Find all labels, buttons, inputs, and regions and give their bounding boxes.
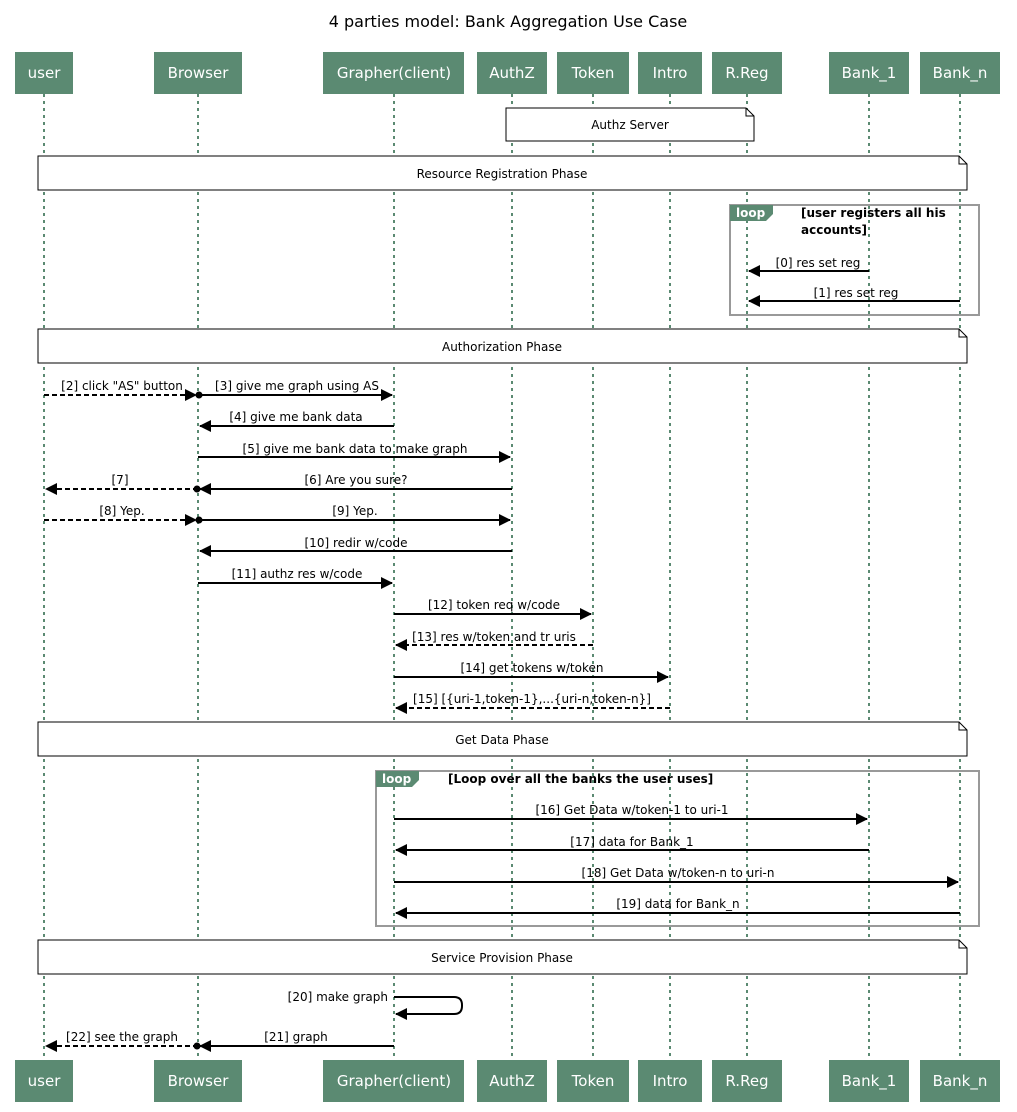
participant-token-label: Token [571, 64, 615, 82]
message-12-label: [12] token req w/code [428, 598, 560, 612]
message-8-label: [8] Yep. [99, 504, 144, 518]
diagram-title: 4 parties model: Bank Aggregation Use Ca… [329, 12, 688, 31]
message-21-label: [21] graph [264, 1030, 328, 1044]
participant-rreg-label: R.Reg [725, 64, 768, 82]
participants-top: user Browser Grapher(client) AuthZ Token… [15, 52, 1000, 94]
message-18-label: [18] Get Data w/token-n to uri-n [582, 866, 775, 880]
message-10-label: [10] redir w/code [305, 536, 408, 550]
message-7-label: [7] [112, 473, 129, 487]
participant-token-label-bottom: Token [571, 1072, 615, 1090]
message-3-label: [3] give me graph using AS [215, 379, 379, 393]
message-1-label: [1] res set reg [814, 286, 899, 300]
note-authz-server: Authz Server [505, 107, 755, 142]
message-14-label: [14] get tokens w/token [460, 661, 603, 675]
phase-service-provision: Service Provision Phase [37, 939, 968, 975]
phase-authorization: Authorization Phase [37, 328, 968, 364]
message-16-label: [16] Get Data w/token-1 to uri-1 [535, 803, 728, 817]
participant-authz-label-bottom: AuthZ [489, 1072, 534, 1090]
lifelines [43, 94, 961, 1060]
note-authz-server-text: Authz Server [591, 118, 669, 132]
loop-condition: [Loop over all the banks the user uses] [448, 772, 713, 786]
message-13-label: [13] res w/token and tr uris [412, 630, 576, 644]
message-0-label: [0] res set reg [776, 256, 861, 270]
message-5-label: [5] give me bank data to make graph [243, 442, 468, 456]
loop-frame-banks: loop [Loop over all the banks the user u… [375, 770, 980, 927]
phase-label: Service Provision Phase [431, 951, 573, 965]
message-15-label: [15] [{uri-1,token-1},...{uri-n,token-n}… [413, 692, 651, 706]
messages [44, 265, 960, 1052]
participant-authz-label: AuthZ [489, 64, 534, 82]
participant-bank1-label: Bank_1 [842, 64, 897, 83]
participant-bankn-label-bottom: Bank_n [933, 1072, 988, 1091]
message-labels: [0] res set reg [1] res set reg [2] clic… [61, 256, 898, 1044]
participant-browser-label-bottom: Browser [168, 1072, 230, 1090]
participant-grapher-label-bottom: Grapher(client) [337, 1072, 451, 1090]
loop-tag: loop [382, 772, 412, 786]
phase-resource-registration: Resource Registration Phase [37, 155, 968, 191]
message-11-label: [11] authz res w/code [232, 567, 363, 581]
message-4-label: [4] give me bank data [229, 410, 362, 424]
participant-user-label-bottom: user [28, 1072, 62, 1090]
participant-bankn-label: Bank_n [933, 64, 988, 83]
message-20-label: [20] make graph [288, 990, 388, 1004]
message-20-arrow [394, 996, 463, 1020]
participant-bank1-label-bottom: Bank_1 [842, 1072, 897, 1091]
participant-intro-label-bottom: Intro [653, 1072, 688, 1090]
participant-user-label: user [28, 64, 62, 82]
participants-bottom: user Browser Grapher(client) AuthZ Token… [15, 1060, 1000, 1102]
participant-rreg-label-bottom: R.Reg [725, 1072, 768, 1090]
message-22-label: [22] see the graph [66, 1030, 178, 1044]
phase-label: Resource Registration Phase [417, 167, 588, 181]
message-6-label: [6] Are you sure? [304, 473, 407, 487]
phase-label: Get Data Phase [455, 733, 549, 747]
message-17-label: [17] data for Bank_1 [570, 835, 693, 849]
message-9-label: [9] Yep. [332, 504, 377, 518]
participant-grapher-label: Grapher(client) [337, 64, 451, 82]
phase-get-data: Get Data Phase [37, 721, 968, 757]
loop-frame-registration: loop [user registers all his accounts] [729, 204, 980, 316]
loop-condition: [user registers all his accounts] [801, 206, 950, 237]
loop-tag: loop [736, 206, 766, 220]
phase-label: Authorization Phase [442, 340, 562, 354]
message-2-label: [2] click "AS" button [61, 379, 183, 393]
junction-dots [193, 391, 203, 1050]
participant-browser-label: Browser [168, 64, 230, 82]
participant-intro-label: Intro [653, 64, 688, 82]
message-19-label: [19] data for Bank_n [616, 897, 739, 911]
